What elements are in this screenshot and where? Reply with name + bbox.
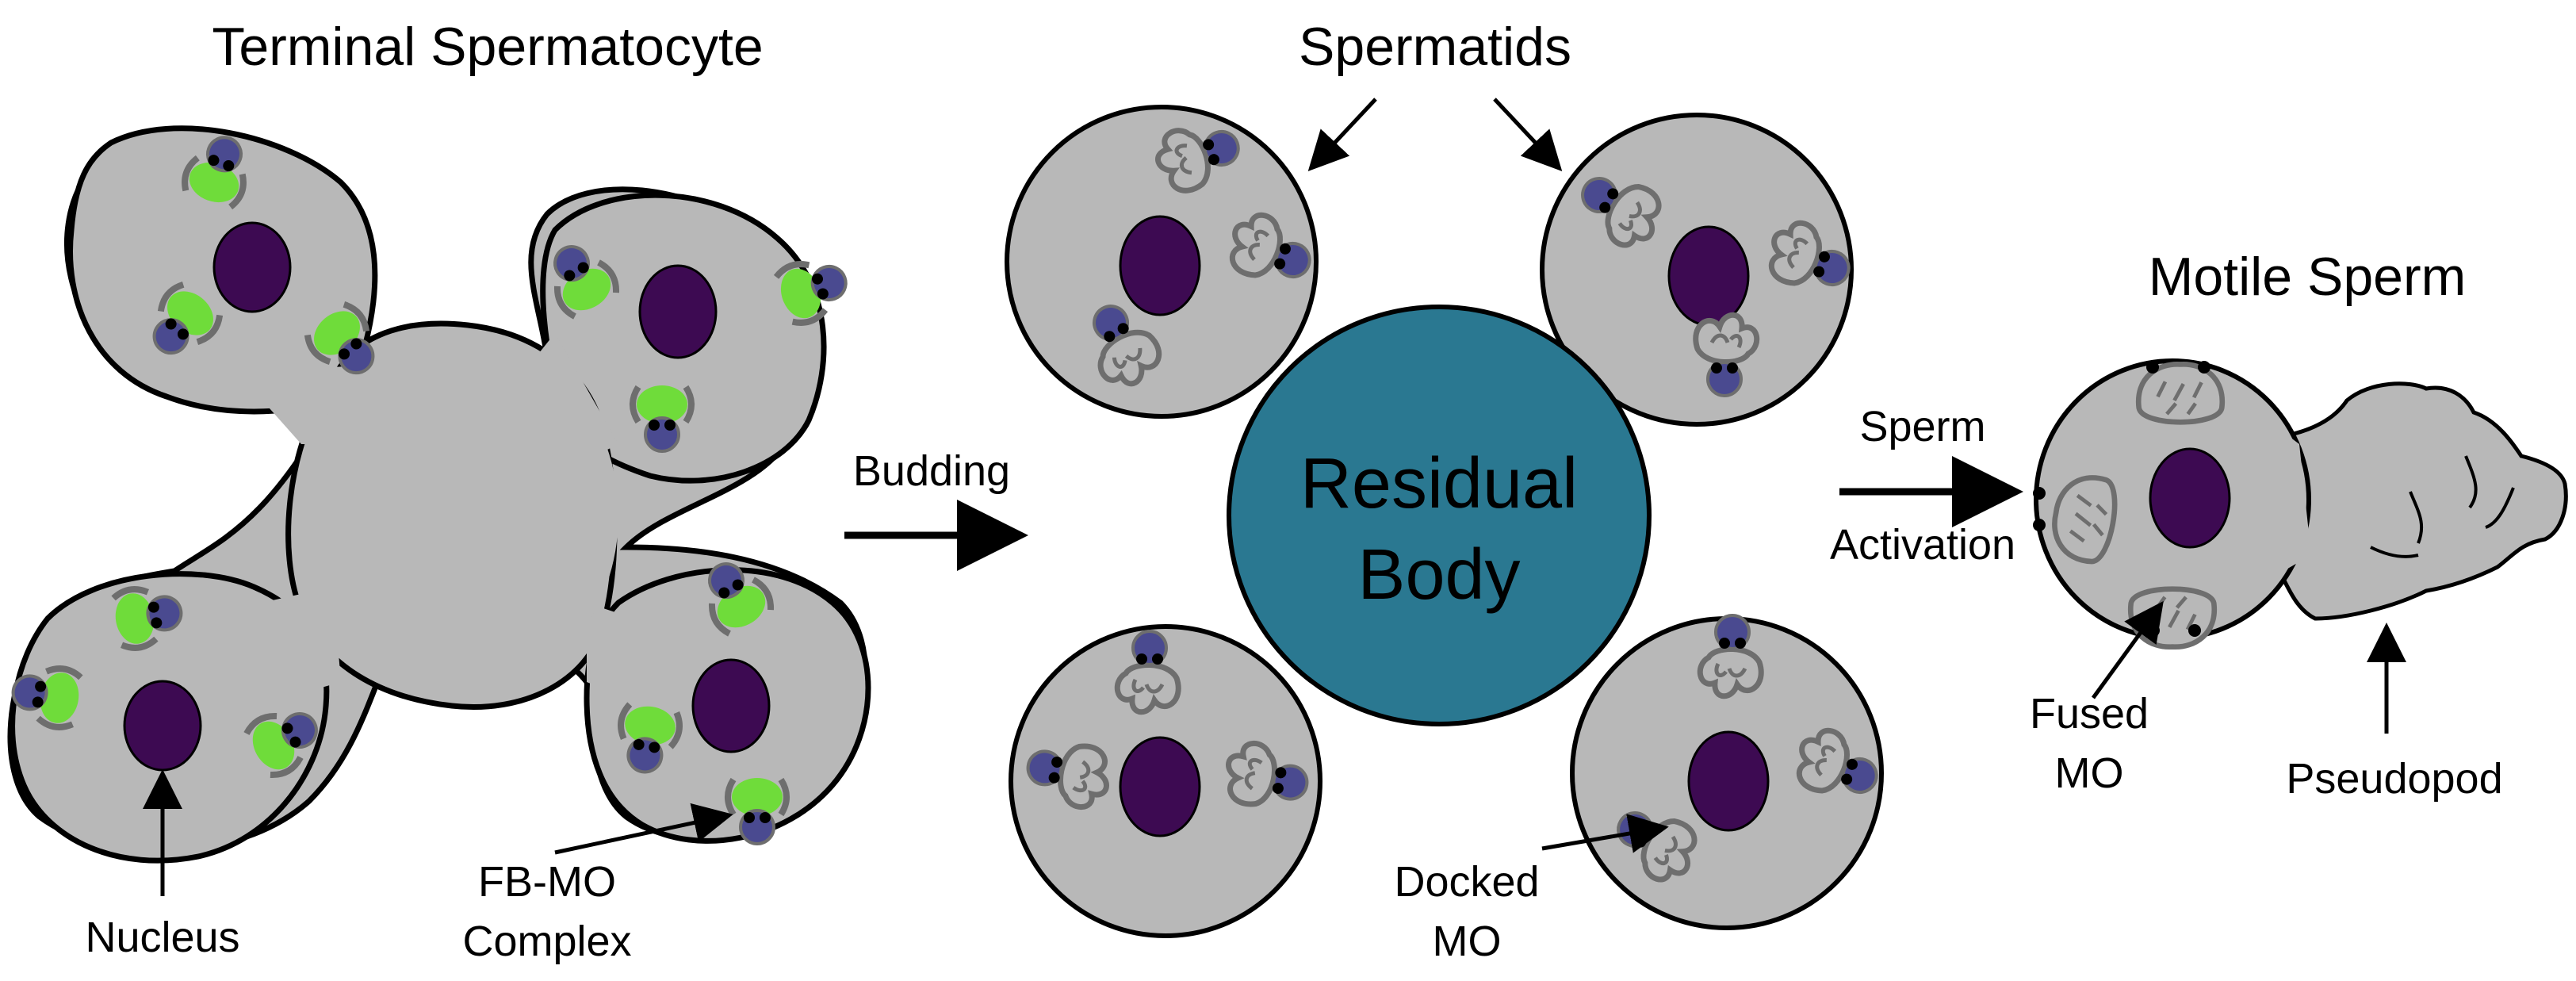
fbmo-label-line2: Complex xyxy=(462,918,631,965)
nucleus-sperm xyxy=(2149,447,2231,549)
motile-sperm-title: Motile Sperm xyxy=(2149,247,2467,307)
nucleus-bottom-left xyxy=(123,680,202,772)
fused-mo-pointer-arrow xyxy=(2091,600,2164,699)
sperm-activation-label-line1: Sperm xyxy=(1859,403,1985,450)
pseudopod-label: Pseudopod xyxy=(2286,755,2502,803)
fbmo-label-line1: FB-MO xyxy=(478,858,616,906)
motile-sperm xyxy=(2033,358,2568,647)
sperm-activation-label-line2: Activation xyxy=(1830,521,2015,569)
fbmo-pointer-arrow xyxy=(554,803,733,855)
budding-label: Budding xyxy=(853,447,1010,495)
spermatid-pointer-arrow xyxy=(1307,98,1377,171)
nucleus-label: Nucleus xyxy=(85,914,239,961)
pseudopod-shape xyxy=(2281,381,2568,621)
spermatid-group xyxy=(1005,105,1886,938)
residual-body-label-line1: Residual xyxy=(1300,444,1578,523)
terminal-spermatocyte-title: Terminal Spermatocyte xyxy=(212,17,763,77)
residual-body-label-line2: Body xyxy=(1357,535,1520,615)
docked-mo-label-line1: Docked xyxy=(1394,858,1539,906)
docked-mo-label-line2: MO xyxy=(1433,918,1502,965)
spermatid-pointer-arrow xyxy=(1493,98,1563,171)
terminal-spermatocyte xyxy=(8,128,871,864)
spermatids-title: Spermatids xyxy=(1299,17,1571,77)
nucleus-spermatid xyxy=(1119,215,1201,316)
nucleus-spermatid xyxy=(1667,225,1750,327)
nucleus-top-right xyxy=(638,264,718,359)
nucleus-top-left xyxy=(212,221,292,313)
fused-mo xyxy=(2130,589,2214,647)
residual-body xyxy=(1227,305,1652,726)
nucleus-bottom-right xyxy=(691,658,771,753)
pseudopod-folds xyxy=(2370,455,2515,558)
fused-mo-label-line2: MO xyxy=(2055,749,2124,797)
nucleus-spermatid xyxy=(1119,736,1201,837)
docked-mo-pointer-arrow xyxy=(1541,814,1669,853)
nucleus-spermatid xyxy=(1687,730,1770,832)
fused-mo-label-line1: Fused xyxy=(2030,690,2149,738)
